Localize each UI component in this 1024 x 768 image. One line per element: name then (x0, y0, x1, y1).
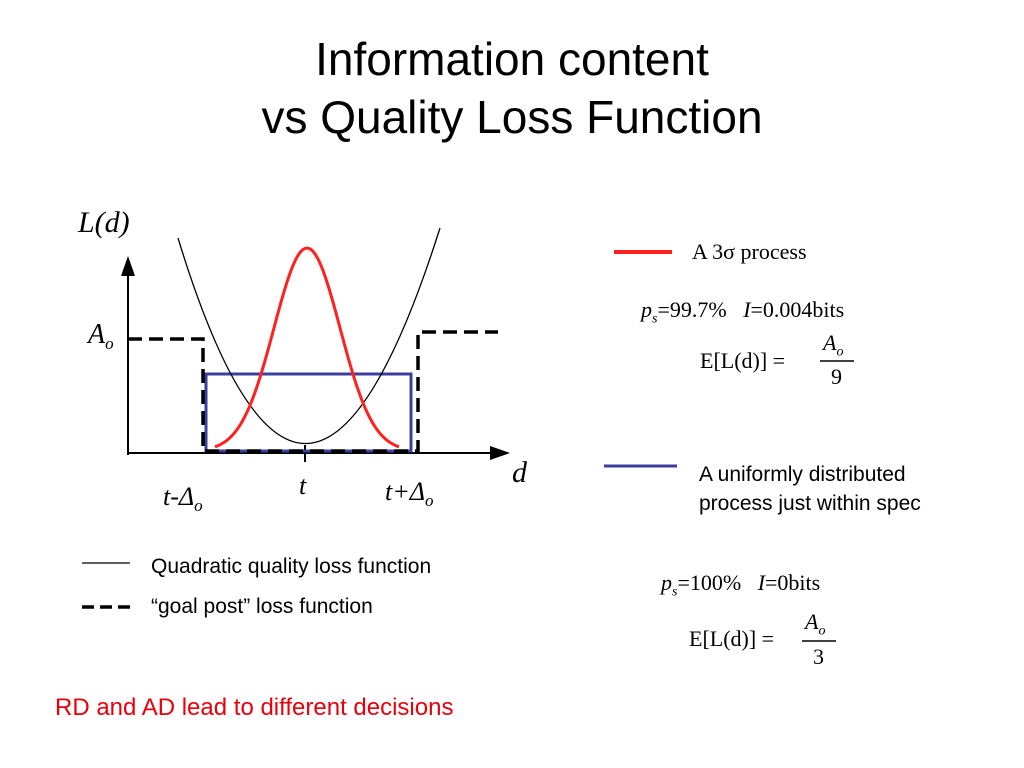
three-sigma-label: A 3σ process (692, 239, 807, 264)
ps-sub: s (652, 311, 658, 327)
uniform-numerator: Ao (805, 609, 826, 639)
tick-right-label: t+Δo (385, 477, 434, 510)
legend-quadratic-label: Quadratic quality loss function (151, 555, 432, 578)
uniform-process-box (204, 372, 413, 453)
ps-symbol: p (641, 297, 652, 322)
three-sigma-curve (214, 246, 400, 449)
info-value: =0.004bits (750, 297, 845, 322)
goal-post-loss (128, 330, 498, 453)
uniform-process-label: A uniformly distributed process just wit… (699, 463, 921, 515)
tick-center-label: t (299, 471, 307, 500)
uniform-denominator: 3 (813, 644, 824, 669)
x-axis-arrow (490, 446, 510, 460)
tick-left-label: t-Δo (163, 482, 203, 515)
slide-title: Information content vs Quality Loss Func… (0, 30, 1024, 146)
x-axis-label: d (512, 456, 528, 489)
three-sigma-stats: ps=99.7% I=0.004bits (641, 297, 844, 327)
ps-sub: s (672, 584, 678, 600)
uniform-expectation: E[L(d)] = (689, 626, 775, 651)
footer-note: RD and AD lead to different decisions (55, 694, 454, 721)
legend-goalpost-label: “goal post” loss function (151, 595, 373, 618)
quadratic-loss-curve (177, 227, 441, 445)
y-axis-arrow (121, 256, 135, 276)
three-sigma-expectation: E[L(d)] = (700, 348, 786, 373)
y-axis-label: L(d) (77, 206, 130, 239)
info-value: =0bits (765, 570, 821, 595)
title-line-1: Information content (315, 33, 709, 85)
ps-value: =99.7% (657, 297, 727, 322)
uniform-stats: ps=100% I=0bits (661, 570, 820, 600)
info-symbol: I (743, 297, 751, 322)
title-line-2: vs Quality Loss Function (261, 91, 763, 143)
ps-value: =100% (677, 570, 742, 595)
three-sigma-denominator: 9 (831, 364, 842, 389)
info-symbol: I (757, 570, 766, 595)
ps-symbol: p (661, 570, 672, 595)
three-sigma-numerator: Ao (823, 330, 844, 360)
level-label: Ao (86, 319, 114, 353)
